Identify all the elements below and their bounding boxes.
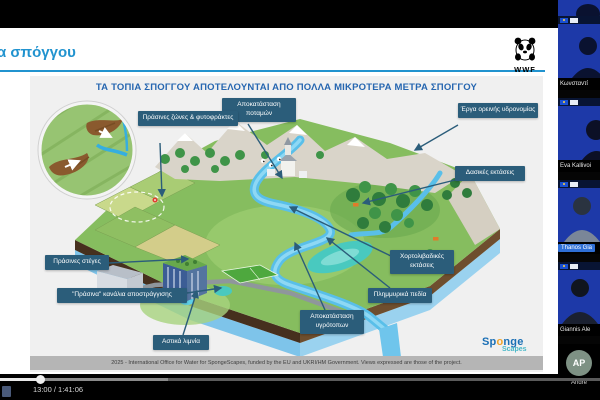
participant-tile-partial[interactable]: [558, 0, 600, 16]
eu-flag-icon: [560, 181, 568, 187]
spongescapes-logo: Sponge Scapes: [482, 336, 527, 353]
participant-video: [558, 106, 600, 160]
participant-name-row: Thanos Gia: [558, 242, 600, 254]
slide-title: ΤΑ ΤΟΠΙΑ ΣΠΟΓΓΟΥ ΑΠΟΤΕΛΟΥΝΤΑΙ ΑΠΟ ΠΟΛΛΑ …: [95, 82, 478, 93]
eu-flag-icon: [560, 99, 568, 105]
project-logo-icon: [570, 181, 578, 187]
focus-ellipse: [109, 191, 165, 223]
participant-name: Κωνσταντί: [560, 81, 588, 87]
participant-video: [558, 24, 600, 78]
participant-tile[interactable]: Giannis Ale: [558, 262, 600, 336]
mountain-range: [155, 121, 500, 245]
participant-name: Eva Kallivoi: [560, 163, 592, 169]
landscape-illustration: [37, 100, 500, 357]
player-icon[interactable]: [2, 386, 11, 397]
label-green-drainage: "Πράσινα" κανάλια αποστράγγισης: [57, 288, 187, 303]
label-green-roofs: Πράσινες στέγες: [45, 255, 109, 270]
player-progress-track[interactable]: [0, 378, 600, 381]
participant-tile-camera-off[interactable]: AP Andre: [558, 344, 600, 400]
tile-banner: [558, 16, 600, 24]
participant-video: [558, 270, 600, 324]
inset-circle: [37, 100, 137, 200]
heading-underline: [0, 70, 545, 72]
participant-name-row: Κωνσταντί: [558, 78, 600, 90]
project-logo-icon: [570, 17, 578, 23]
screenshare-area: α σπόγγου WWF ΤΑ ΤΟΠΙΑ ΣΠΟΓΓΟΥ ΑΠΟΤΕΛΟΥΝ…: [0, 28, 558, 374]
player-scrubber-handle[interactable]: [36, 375, 45, 384]
tile-banner: [558, 98, 600, 106]
deck-heading-partial: α σπόγγου: [0, 44, 76, 61]
church-village: [267, 137, 307, 178]
participant-name-row: Giannis Ale: [558, 324, 600, 336]
participant-video: [558, 188, 600, 242]
participants-sidebar: Κωνσταντί Eva Kallivoi Thanos Gia Gianni…: [558, 0, 600, 400]
landscape-details: [152, 156, 439, 241]
river: [249, 135, 443, 357]
label-floodplains: Πλημμυρικά πεδία: [368, 288, 432, 303]
participant-name-row: Eva Kallivoi: [558, 160, 600, 172]
label-urban-ponds: Αστικά λιμνία: [153, 335, 209, 350]
slide-footer-text: 2025 - International Office for Water fo…: [30, 356, 543, 370]
participant-name: Thanos Gia: [558, 244, 596, 252]
label-river-restoration: Αποκατάσταση ποταμών: [222, 98, 296, 122]
project-logo-icon: [570, 99, 578, 105]
participant-name: Giannis Ale: [560, 327, 591, 333]
top-letterbox-bar: [0, 0, 558, 28]
sports-field: [220, 264, 280, 284]
player-buffered-bar: [0, 378, 168, 381]
slide: ΤΑ ΤΟΠΙΑ ΣΠΟΓΓΟΥ ΑΠΟΤΕΛΟΥΝΤΑΙ ΑΠΟ ΠΟΛΛΑ …: [30, 76, 543, 372]
avatar: AP: [566, 350, 592, 376]
player-time: 13:00 / 1:41:06: [33, 385, 84, 394]
label-mountain-hydronomy: Έργα ορεινής υδρονομίας: [458, 103, 538, 118]
tile-banner: [558, 180, 600, 188]
label-grassland-areas: Χορτολιβαδικές εκτάσεις: [390, 250, 454, 274]
stream: [348, 170, 443, 238]
participant-tile[interactable]: Eva Kallivoi: [558, 98, 600, 172]
player-played-bar: [0, 378, 40, 381]
project-logo-icon: [570, 263, 578, 269]
eu-flag-icon: [560, 263, 568, 269]
droplet-icon: o: [496, 336, 504, 348]
wwf-logo: WWF: [508, 34, 542, 73]
connector-lines: [108, 123, 459, 336]
participant-tile[interactable]: Κωνσταντί: [558, 16, 600, 90]
eu-flag-icon: [560, 17, 568, 23]
participant-name: Andre: [570, 380, 587, 386]
label-green-zones: Πράσινες ζώνες & φυτοφράκτες: [138, 111, 238, 126]
participant-tile-active-speaker[interactable]: Thanos Gia: [558, 180, 600, 254]
label-forest-areas: Δασικές εκτάσεις: [455, 166, 525, 181]
wwf-panda-icon: [514, 37, 536, 61]
label-wetland-restoration: Αποκατάσταση υγρότοπων: [300, 310, 364, 334]
wwf-logo-text: WWF: [514, 65, 536, 74]
tile-banner: [558, 262, 600, 270]
